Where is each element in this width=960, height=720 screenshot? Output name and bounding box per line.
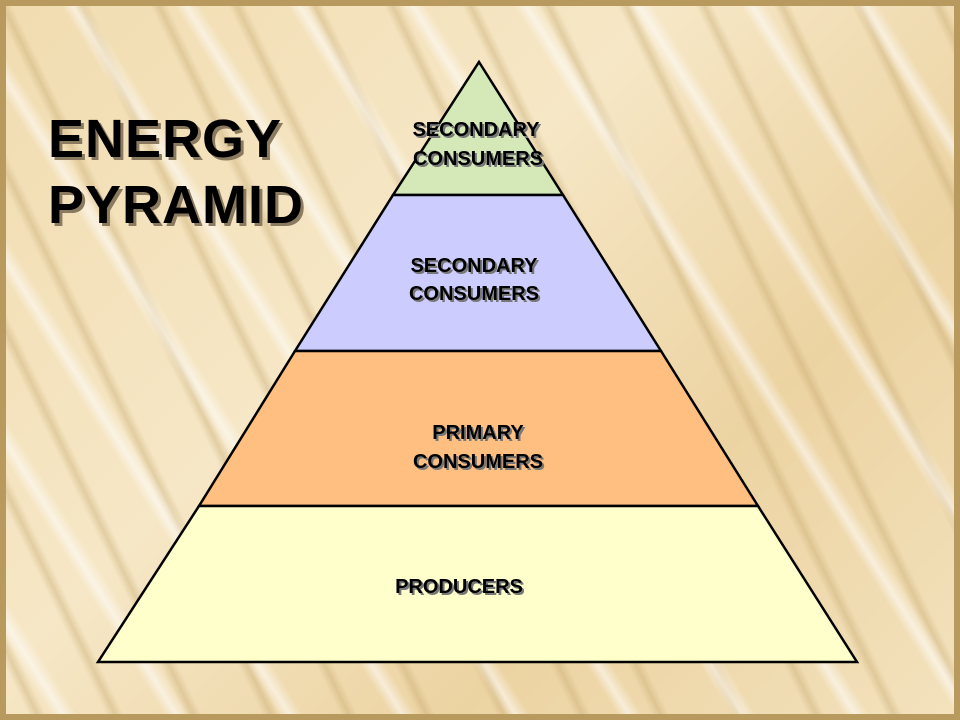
tier-1-label-line-2: CONSUMERS	[413, 148, 543, 170]
title-line-2: PYRAMID	[48, 175, 305, 235]
pyramid-tier-base	[95, 504, 860, 664]
tier-4-label-line-1: PRODUCERS	[395, 576, 523, 598]
tier-1-label-line-2-shadow: CONSUMERS	[415, 150, 545, 172]
tier-1-label-line-1: SECONDARY	[412, 119, 540, 141]
tier-1-label-line-1-shadow: SECONDARY	[414, 121, 542, 143]
tier-3-label-line-1: PRIMARY	[432, 422, 524, 444]
tier-2-label-line-2-shadow: CONSUMERS	[411, 285, 541, 307]
tier-2-label-line-1: SECONDARY	[410, 255, 538, 277]
tier-3-label-line-2: CONSUMERS	[413, 451, 543, 473]
tier-2-label-line-2: CONSUMERS	[409, 283, 539, 305]
title-line-1: ENERGY	[48, 109, 283, 169]
tier-3-label-line-1-shadow: PRIMARY	[434, 424, 526, 446]
tier-2-label-line-1-shadow: SECONDARY	[412, 257, 540, 279]
tier-3-label-line-2-shadow: CONSUMERS	[415, 453, 545, 475]
tier-4-label-line-1-shadow: PRODUCERS	[397, 578, 525, 600]
page-title: ENERGY PYRAMID	[48, 106, 304, 238]
